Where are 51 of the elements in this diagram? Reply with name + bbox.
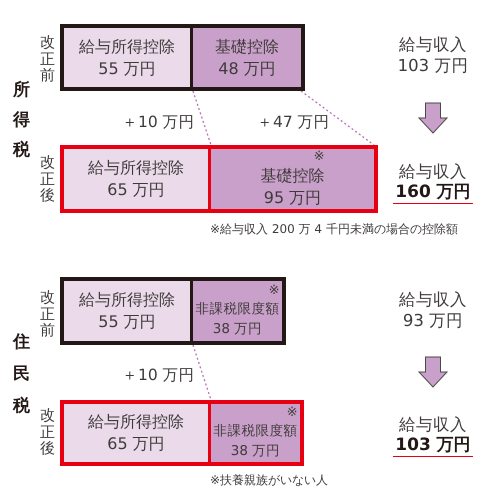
income-label: 給与収入 bbox=[399, 289, 467, 310]
dotted-guide-line bbox=[300, 90, 374, 146]
dotted-guide-line bbox=[192, 90, 212, 146]
deduction-cell bbox=[64, 28, 193, 87]
deduction-label: 給与所得控除 bbox=[88, 157, 184, 179]
deduction-cell bbox=[64, 149, 211, 209]
deduction-label: 基礎控除 bbox=[215, 36, 279, 58]
income-label: 給与収入 bbox=[399, 34, 467, 55]
income-amount: 160 万円 bbox=[393, 182, 473, 204]
block-arrow bbox=[418, 102, 448, 134]
amount-text: 95 万円 bbox=[264, 187, 322, 209]
amount-text: 38 万円 bbox=[212, 320, 262, 339]
note-mark: ※ bbox=[286, 405, 298, 421]
vertical-heading: 改正後 bbox=[40, 407, 55, 456]
deduction-label: 基礎控除 bbox=[260, 165, 324, 187]
deduction-label: 給与所得控除 bbox=[88, 411, 184, 433]
deduction-cell bbox=[193, 281, 282, 341]
vertical-heading: 改正前 bbox=[40, 34, 55, 84]
section-title: 所得税 bbox=[13, 79, 30, 162]
amount-text: 55 万円 bbox=[98, 58, 156, 80]
increase-label: ＋47 万円 bbox=[257, 112, 330, 132]
increase-label: ＋10 万円 bbox=[122, 112, 195, 132]
deduction-label: 給与所得控除 bbox=[79, 289, 175, 311]
income-amount: 103 万円 bbox=[393, 435, 473, 457]
income-amount: 93 万円 bbox=[402, 310, 464, 331]
increase-label: ＋10 万円 bbox=[122, 365, 195, 385]
vertical-heading: 改正後 bbox=[40, 154, 55, 204]
deduction-cell bbox=[211, 404, 300, 462]
deduction-label: 非課税限度額 bbox=[196, 300, 280, 319]
deduction-cell bbox=[211, 149, 374, 209]
amount-text: 48 万円 bbox=[218, 58, 276, 80]
footnote: ※給与収入 200 万 4 千円未満の場合の控除額 bbox=[210, 221, 458, 237]
block-arrow bbox=[418, 356, 448, 388]
dotted-guide-line bbox=[192, 344, 212, 400]
amount-text: 65 万円 bbox=[107, 179, 165, 201]
income-label: 給与収入 bbox=[399, 414, 467, 435]
section-title: 住民税 bbox=[13, 331, 30, 418]
footnote: ※扶養親族がいない人 bbox=[210, 472, 328, 488]
note-mark: ※ bbox=[314, 149, 324, 165]
income-label: 給与収入 bbox=[399, 161, 467, 182]
income-amount: 103 万円 bbox=[398, 55, 468, 76]
deduction-cell bbox=[64, 281, 193, 341]
deduction-cell bbox=[193, 28, 301, 87]
deduction-label: 給与所得控除 bbox=[79, 36, 175, 58]
amount-text: 38 万円 bbox=[230, 442, 280, 461]
note-mark: ※ bbox=[268, 283, 280, 299]
deduction-cell bbox=[64, 404, 211, 462]
deduction-label: 非課税限度額 bbox=[214, 422, 298, 441]
vertical-heading: 改正前 bbox=[40, 289, 55, 338]
amount-text: 65 万円 bbox=[107, 433, 165, 455]
amount-text: 55 万円 bbox=[98, 311, 156, 333]
